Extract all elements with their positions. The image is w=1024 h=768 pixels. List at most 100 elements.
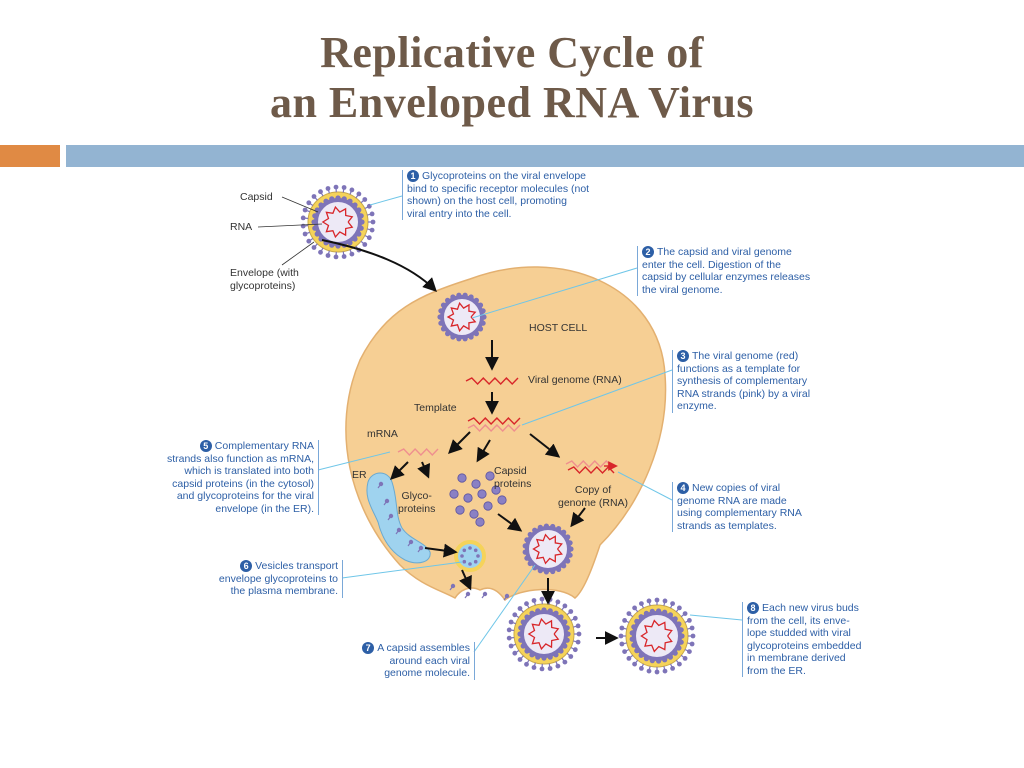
free-virion-spike: [302, 231, 308, 237]
budding-virus-capsomere: [553, 610, 559, 616]
assembled-capsid-capsomere: [556, 566, 562, 573]
leader-envelope: [281, 241, 315, 266]
arrow-proteins-to-capsid: [497, 513, 523, 532]
step-6-badge: 6: [240, 560, 253, 572]
budding-virus-spike: [562, 603, 568, 609]
glycoprotein-head: [465, 591, 471, 597]
budding-virus-spike: [531, 665, 537, 670]
budding-virus-capsomere: [547, 654, 553, 660]
label-capsid-proteins: Capsid proteins: [494, 465, 531, 490]
assembled-capsid-capsomere: [537, 524, 543, 530]
entering-capsid-capsomere: [445, 331, 451, 337]
released-virion-capsomere: [629, 636, 635, 642]
label-glycoproteins: Glyco- proteins: [398, 490, 435, 515]
free-virion-capsomere: [318, 202, 324, 208]
label-envelope: Envelope (with glycoproteins): [230, 267, 299, 292]
capsid-protein-dot: [475, 517, 485, 527]
entering-capsid-capsomere: [450, 334, 456, 340]
label-template: Template: [414, 402, 457, 414]
assembled-capsid-capsomere: [543, 569, 550, 575]
free-virion-capsomere: [335, 195, 341, 201]
assembled-capsid-capsomere: [550, 568, 556, 575]
assembled-capsid-capsomere: [561, 529, 567, 535]
free-virion-spike: [369, 211, 375, 217]
free-virion-capsomere: [352, 202, 358, 208]
released-virion-capsomere: [672, 616, 678, 622]
label-capsid-proteins-line-1: Capsid: [494, 465, 527, 477]
released-virion-spike: [687, 649, 692, 654]
released-virion-rna: [640, 619, 673, 653]
arrow-to-mrna: [448, 431, 471, 454]
vesicle-glycoprotein: [468, 562, 472, 566]
label-host-cell: HOST CELL: [529, 322, 588, 334]
label-capsid-proteins-line-2: proteins: [494, 477, 532, 490]
budding-virus-spike: [555, 599, 561, 605]
released-virion-capsomere: [679, 633, 685, 639]
free-virion-capsomere: [323, 198, 329, 204]
entering-capsid-capsomere: [468, 334, 474, 340]
assembled-capsid-capsomere: [522, 549, 528, 555]
entering-capsid-capsomere: [480, 308, 486, 314]
budding-virus-spike: [572, 647, 578, 653]
callout-line-6: [341, 561, 463, 579]
glycoprotein-head: [482, 591, 488, 597]
arrow-entry: [321, 239, 437, 292]
entering-capsid-capsomere: [445, 297, 451, 303]
released-virion-capsomere: [662, 657, 668, 663]
released-virion-spike: [670, 601, 675, 606]
released-virion-spike: [646, 598, 652, 604]
budding-virus-spike: [508, 643, 514, 649]
free-virion-capsomere: [314, 231, 320, 237]
capsid-protein-dot: [485, 471, 495, 481]
arrow-to-glyco: [417, 461, 431, 479]
budding-virus-spike: [524, 601, 529, 607]
released-virion-capsomere: [662, 609, 668, 615]
free-virion-spike: [362, 197, 368, 202]
mrna-pink: [397, 447, 439, 457]
budding-virus-spike: [562, 659, 568, 665]
released-virion-spike: [654, 597, 660, 603]
glycoprotein-head: [388, 513, 394, 519]
released-virion-capsomere: [638, 652, 644, 658]
released-virion-spike: [682, 611, 688, 616]
assembled-capsid-capsomere: [524, 555, 530, 561]
released-virion-capsomere: [629, 630, 635, 636]
budding-virus-capsomere: [562, 643, 568, 649]
assembled-capsid-capsomere: [567, 552, 573, 558]
mrna-strand: [397, 447, 439, 457]
free-virion-spike: [362, 242, 368, 247]
entering-capsid-capsomere: [462, 292, 468, 298]
glycoprotein-head: [504, 593, 510, 599]
budding-virus-capsomere: [558, 648, 564, 654]
released-virion-spike: [690, 633, 696, 639]
arrow-vesicle-to-membrane: [459, 569, 472, 591]
assembled-capsid-capsomere: [556, 526, 562, 532]
label-envelope-line-2: glycoproteins): [230, 279, 296, 292]
entering-capsid-capsomere: [456, 292, 462, 298]
budding-virus-spike: [539, 666, 545, 672]
released-virion-capsomere: [656, 658, 662, 664]
released-virion: [618, 597, 696, 675]
free-virion: [300, 184, 376, 260]
label-copy-genome: Copy of genome (RNA): [558, 484, 628, 509]
glycoprotein-head: [418, 545, 424, 551]
budding-virus-spike: [524, 661, 529, 667]
step-8-badge: 8: [747, 602, 759, 614]
capsid-protein-dot: [449, 489, 459, 499]
assembled-capsid-capsomere: [532, 527, 538, 533]
entering-capsid-capsomere: [438, 308, 444, 314]
arrow-copy-to-capsid: [570, 507, 586, 528]
free-virion-spike: [325, 253, 331, 258]
copy-pink: [565, 459, 613, 469]
released-virion-capsomere: [676, 645, 682, 651]
label-viral-genome: Viral genome (RNA): [528, 374, 622, 386]
budding-virus-capsomere: [518, 637, 524, 643]
released-virion-capsomere: [678, 639, 684, 645]
accent-bar-orange: [0, 145, 60, 167]
assembled-capsid-capsomere: [565, 534, 571, 540]
step-2-badge: 2: [642, 246, 654, 258]
released-virion-spike: [687, 618, 692, 623]
entering-capsid-capsomere: [473, 331, 479, 337]
